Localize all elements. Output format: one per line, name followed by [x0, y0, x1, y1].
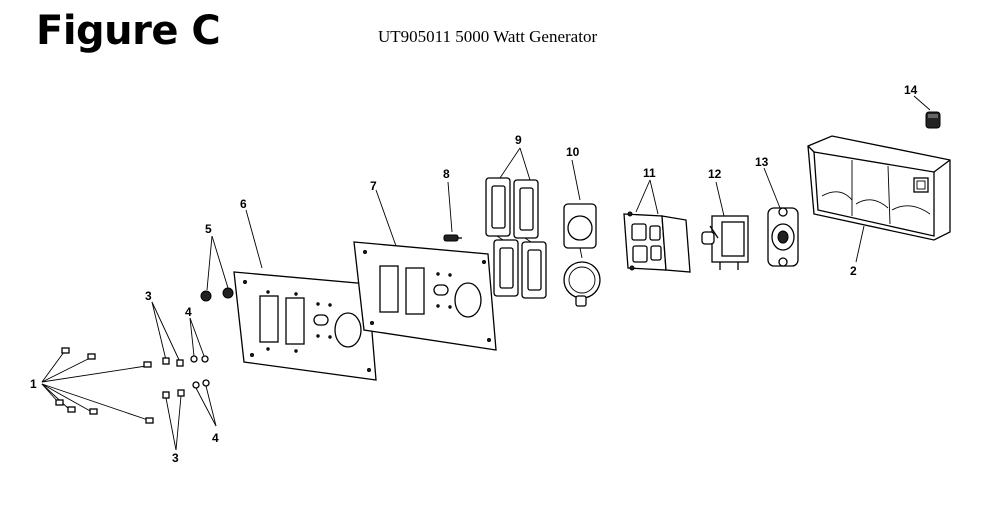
- callout-8: 8: [443, 167, 450, 181]
- part-4-nuts: [189, 317, 217, 427]
- callout-10: 10: [566, 145, 580, 159]
- part-12-toggle-switch: [701, 181, 749, 270]
- part-9-receptacle-covers: [485, 147, 547, 299]
- part-7-rear-panel: [353, 189, 497, 351]
- callout-5: 5: [205, 222, 212, 236]
- callout-4-upper: 4: [185, 305, 192, 319]
- diagram-subtitle: UT905011 5000 Watt Generator: [378, 27, 598, 46]
- callout-12: 12: [708, 167, 722, 181]
- part-2-control-box: [807, 135, 951, 263]
- callout-14: 14: [904, 83, 918, 97]
- callout-4-lower: 4: [212, 431, 219, 445]
- part-10-twistlock-cover: [563, 159, 601, 307]
- part-14-cap: [913, 95, 941, 129]
- figure-title: Figure C: [36, 8, 221, 54]
- callout-3-upper: 3: [145, 289, 152, 303]
- part-1-screws: [41, 347, 154, 424]
- callout-3-lower: 3: [172, 451, 179, 465]
- callout-2: 2: [850, 264, 857, 278]
- callout-13: 13: [755, 155, 769, 169]
- part-6-front-panel: [233, 209, 377, 381]
- callout-7: 7: [370, 179, 377, 193]
- callout-11: 11: [643, 166, 656, 180]
- callout-9: 9: [515, 133, 522, 147]
- callout-1: 1: [30, 377, 37, 391]
- part-13-circuit-breaker: [763, 167, 799, 267]
- part-8-ground-terminal: [443, 181, 462, 242]
- part-3-screws: [151, 301, 185, 451]
- part-5-terminal-nuts: [200, 235, 234, 302]
- part-11-duplex-receptacle: [623, 179, 691, 273]
- callout-6: 6: [240, 197, 247, 211]
